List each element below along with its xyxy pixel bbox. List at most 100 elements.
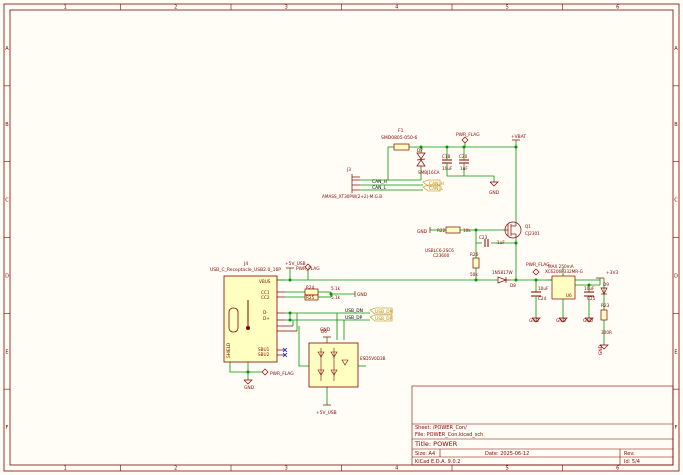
junctions xyxy=(246,145,591,374)
frame-row-label: C xyxy=(5,198,9,204)
resistor-r26[interactable] xyxy=(472,257,480,269)
r25-ref: R25 xyxy=(306,295,315,300)
resistor-r22[interactable] xyxy=(445,226,461,234)
frame-row-label: A xyxy=(5,46,9,52)
frame-row-label: E xyxy=(674,349,677,355)
mosfet-q1[interactable] xyxy=(503,221,522,239)
title-id: Id: 5/4 xyxy=(624,459,640,465)
net-5v-usb-d6: +5V_USB xyxy=(316,410,337,416)
tvs-diode-d7[interactable] xyxy=(416,152,426,167)
frame-column-label: 2 xyxy=(174,5,177,11)
hier-labels xyxy=(369,179,441,322)
pin-shield: SHIELD xyxy=(226,343,231,358)
title-block xyxy=(411,385,674,466)
j4-value: USB_C_Receptacle_USB2.0_16P xyxy=(210,267,281,273)
r22-ref: R22 xyxy=(437,228,446,233)
pin-cc1: CC1 xyxy=(261,290,270,295)
frame-row-label: D xyxy=(674,273,678,279)
net-usb-dp: USB_DP xyxy=(345,315,363,321)
hier-can-h: CAN_H xyxy=(429,181,444,187)
pin-cc2: CC2 xyxy=(261,295,270,300)
net-can-l: CAN_L xyxy=(372,185,387,191)
net-labels: PWR_FLAG +VBAT CAN_H CAN_L GND GND +5V_U… xyxy=(244,132,618,416)
hier-can-l: CAN_L xyxy=(429,186,444,192)
frame-column-label: 5 xyxy=(506,466,509,472)
r23-ref: R23 xyxy=(601,303,610,308)
pin-sbu1: SBU1 xyxy=(258,347,270,352)
frame-column-label: 4 xyxy=(395,5,398,11)
net-5v-usb: +5V_USB xyxy=(285,261,306,267)
r22-value: 10k xyxy=(463,228,471,233)
net-pwr-flag-ldo: PWR_FLAG xyxy=(526,262,550,268)
net-pwr-flag-usb: PWR_FLAG xyxy=(296,266,320,272)
c24-value: 10uF xyxy=(538,286,549,291)
connector-j3[interactable] xyxy=(351,174,360,193)
no-connect-marks xyxy=(282,347,288,358)
title-size: Size: A4 xyxy=(415,451,435,457)
net-can-h: CAN_H xyxy=(372,179,387,185)
net-gnd-d6: GND xyxy=(320,327,331,333)
d9-ref: D9 xyxy=(603,282,609,287)
c18-value: 10uF xyxy=(442,166,453,171)
net-gnd-can: GND xyxy=(489,190,500,196)
title-date: Date: 2025-06-12 xyxy=(485,451,529,457)
d7-ref: D7 xyxy=(417,148,423,153)
r24-value: 5.1k xyxy=(331,286,341,291)
esd-array-d6[interactable] xyxy=(308,342,359,388)
title-title: Title: POWER xyxy=(414,440,458,448)
c18-ref: C18 xyxy=(442,154,451,159)
frame-column-label: 5 xyxy=(506,5,509,11)
ldo-u6[interactable] xyxy=(551,275,576,300)
u6-value: XC6206P332MR-G xyxy=(545,269,583,274)
capacitor-c18[interactable] xyxy=(442,154,452,171)
led-d9[interactable] xyxy=(600,287,608,295)
frame-column-label: 6 xyxy=(616,466,619,472)
capacitor-c24[interactable] xyxy=(531,291,541,301)
c25-value: 10uF xyxy=(584,286,595,291)
pin-d-plus: D+ xyxy=(263,316,270,321)
d6-value: ESD5V0D3B xyxy=(360,356,386,361)
f1-ref: F1 xyxy=(398,128,404,134)
net-gnd-q: GND xyxy=(417,229,428,235)
title-sheet: Sheet: /POWER_Con/ xyxy=(415,425,467,431)
u5-note: MAX 250mA xyxy=(548,264,574,269)
capacitor-c20[interactable] xyxy=(459,154,469,171)
r26-value: 50k xyxy=(470,272,478,277)
capacitor-c23[interactable] xyxy=(484,239,489,247)
j4-ref: J4 xyxy=(243,261,248,267)
usblc6-value: USBLC6-2SC6 xyxy=(425,248,454,253)
d7-value: SMBJ16CA xyxy=(418,170,440,175)
hier-label-text: CAN_H CAN_L USB_DN USB_DP xyxy=(375,181,444,322)
q1-ref: Q1 xyxy=(525,224,531,229)
net-gnd-ldo2: GND xyxy=(556,318,567,324)
title-file: File: POWER_Con.kicad_sch xyxy=(415,432,483,438)
diode-d8[interactable] xyxy=(497,276,510,284)
net-gnd-led: GND xyxy=(598,344,604,355)
frame-column-label: 2 xyxy=(174,466,177,472)
resistor-r25[interactable] xyxy=(304,294,319,301)
capacitor-c25[interactable] xyxy=(584,291,594,301)
ldo-net-note: C23600 xyxy=(433,253,450,258)
net-gnd-j4: GND xyxy=(244,385,255,391)
net-gnd-ldo1: GND xyxy=(529,318,540,324)
j4-pin-stubs xyxy=(277,291,297,356)
d8-ref: D8 xyxy=(510,283,516,288)
fuse-f1[interactable]: F1 SMD0805-050-6 xyxy=(381,128,417,151)
net-pwr-flag-bottom: PWR_FLAG xyxy=(270,371,294,377)
frame-row-label: C xyxy=(674,198,678,204)
pin-d-minus: D- xyxy=(263,310,268,315)
resistor-r23[interactable] xyxy=(600,309,608,321)
c23-value: 1uF xyxy=(497,240,505,245)
frame-row-label: B xyxy=(5,122,9,128)
connector-j4-usb-c[interactable] xyxy=(223,275,278,363)
q1-value: CJ2301 xyxy=(525,231,540,236)
c24-ref: C24 xyxy=(538,296,547,301)
frame-column-label: 3 xyxy=(285,466,288,472)
c25-ref: C25 xyxy=(587,296,596,301)
frame-row-label: F xyxy=(6,425,9,431)
pin-sbu2: SBU2 xyxy=(258,352,270,357)
title-rev: Rev: xyxy=(624,451,635,457)
j3-ref: J3 xyxy=(346,167,351,172)
